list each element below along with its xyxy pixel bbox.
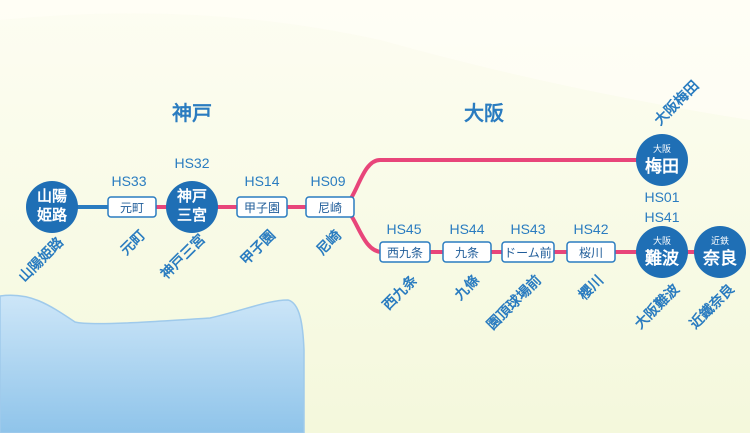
station-kujo[interactable]: 九条 <box>442 241 492 263</box>
station-dome-mae[interactable]: ドーム前 <box>501 241 555 263</box>
station-box-dome-mae <box>501 241 555 263</box>
station-sanyo-himeji[interactable]: 山陽 姫路 <box>26 181 78 233</box>
station-amagasaki[interactable]: 尼崎 <box>305 196 355 218</box>
station-namba[interactable]: 大阪 難波 <box>636 226 688 278</box>
station-sakuragawa[interactable]: 桜川 <box>566 241 616 263</box>
station-box-sakuragawa <box>566 241 616 263</box>
station-code-sakuragawa: HS42 <box>573 221 608 237</box>
station-umeda[interactable]: 大阪 梅田 <box>636 134 688 186</box>
station-circle-label-sanyo-himeji-2: 姫路 <box>37 206 68 224</box>
station-code-kobe-sannomiya: HS32 <box>174 155 209 171</box>
station-circle-small-umeda: 大阪 <box>653 143 671 155</box>
station-circle-label-namba: 難波 <box>645 248 680 269</box>
station-code-dome-mae: HS43 <box>510 221 545 237</box>
station-box-label-kujo: 九条 <box>455 246 479 260</box>
station-motomachi[interactable]: 元町 <box>107 196 157 218</box>
sea-area <box>0 294 305 433</box>
station-box-kujo <box>442 241 492 263</box>
station-circle-label-sanyo-himeji-1: 山陽 <box>37 187 67 205</box>
region-label-kobe: 神戸 <box>172 101 212 125</box>
station-circle-label-kobe-sannomiya-1: 神戸 <box>177 187 207 205</box>
station-kintetsu-nara[interactable]: 近鉄 奈良 <box>694 226 746 278</box>
station-circle-sanyo-himeji <box>26 181 78 233</box>
station-box-motomachi <box>107 196 157 218</box>
background-glow <box>0 0 750 120</box>
station-code-kujo: HS44 <box>449 221 484 237</box>
station-circle-kobe-sannomiya <box>166 181 218 233</box>
station-code-motomachi: HS33 <box>111 173 146 189</box>
station-box-label-amagasaki: 尼崎 <box>318 201 342 215</box>
station-box-label-sakuragawa: 桜川 <box>579 246 603 260</box>
station-circle-label-umeda: 梅田 <box>645 156 679 177</box>
station-circle-label-kintetsu-nara: 奈良 <box>702 248 737 269</box>
station-box-nishikujo <box>379 241 431 263</box>
station-box-label-koshien: 甲子園 <box>244 201 280 215</box>
station-box-label-motomachi: 元町 <box>120 201 144 215</box>
station-circle-label-kobe-sannomiya-2: 三宮 <box>177 206 207 224</box>
station-box-amagasaki <box>305 196 355 218</box>
station-nishikujo[interactable]: 西九条 <box>379 241 431 263</box>
station-code-koshien: HS14 <box>244 173 279 189</box>
station-code-amagasaki: HS09 <box>310 173 345 189</box>
station-box-koshien <box>236 196 288 218</box>
station-circle-small-kintetsu-nara: 近鉄 <box>711 235 729 247</box>
station-koshien[interactable]: 甲子園 <box>236 196 288 218</box>
station-box-label-dome-mae: ドーム前 <box>504 245 552 260</box>
station-box-label-nishikujo: 西九条 <box>387 246 423 260</box>
station-code-nishikujo: HS45 <box>386 221 421 237</box>
region-label-osaka: 大阪 <box>464 101 505 125</box>
station-code-umeda: HS01 <box>644 189 679 205</box>
station-circle-umeda <box>636 134 688 186</box>
station-circle-small-namba: 大阪 <box>653 235 671 247</box>
station-kobe-sannomiya[interactable]: 神戸 三宮 <box>166 181 218 233</box>
station-code-namba: HS41 <box>644 209 679 225</box>
station-circle-kintetsu-nara <box>694 226 746 278</box>
station-circle-namba <box>636 226 688 278</box>
